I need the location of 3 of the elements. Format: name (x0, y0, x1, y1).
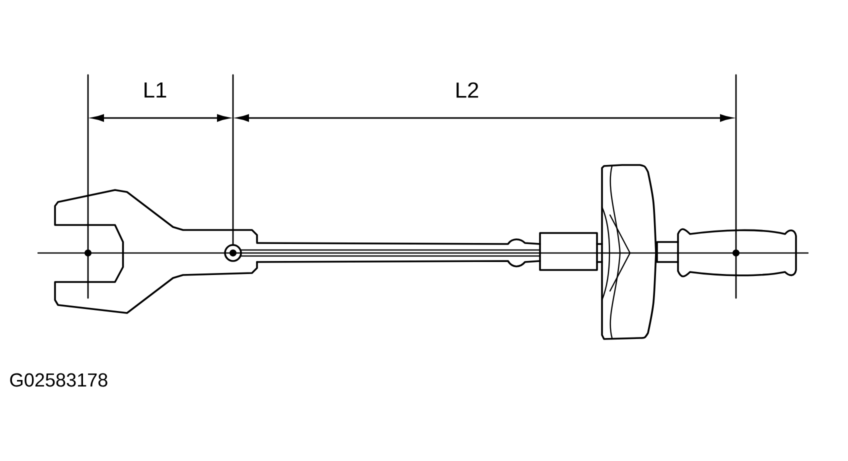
dimension-label: L1 (144, 82, 166, 98)
figure-code: G02583178 (10, 373, 108, 387)
dimension-label: L2 (456, 82, 478, 98)
